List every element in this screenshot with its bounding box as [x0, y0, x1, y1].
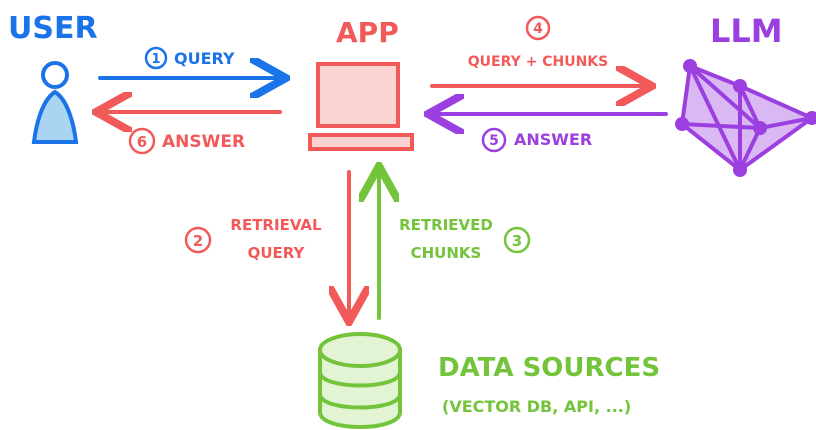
- step-4-query-chunks: 4 QUERY + CHUNKS: [430, 15, 648, 86]
- app-node: APP: [308, 16, 414, 151]
- step-1-query: 1 QUERY: [98, 46, 282, 78]
- step-4-badge: [525, 15, 551, 41]
- database-icon: [318, 332, 402, 429]
- step-6-number: 6: [137, 133, 147, 151]
- step-2-retrieval-query: 2 RETRIEVAL QUERY: [184, 170, 349, 318]
- user-node: USER: [8, 11, 98, 144]
- step-6-badge: [128, 127, 156, 155]
- step-1-badge: [144, 46, 168, 70]
- step-5-number: 5: [489, 133, 499, 149]
- step-1-number: 1: [151, 52, 160, 67]
- llm-title: LLM: [710, 12, 783, 50]
- step-6-label: ANSWER: [162, 132, 245, 152]
- step-5-badge: [481, 127, 507, 153]
- data-node: DATA SOURCES (VECTOR DB, API, ...): [318, 332, 660, 429]
- person-icon: [31, 61, 79, 144]
- laptop-icon: [308, 62, 414, 151]
- data-title: DATA SOURCES: [438, 353, 660, 383]
- step-3-label-line1: RETRIEVED: [399, 216, 493, 234]
- step-4-number: 4: [533, 21, 543, 37]
- step-2-label-line2: QUERY: [248, 244, 306, 262]
- step-5-answer: 5 ANSWER: [432, 114, 668, 153]
- step-4-label: QUERY + CHUNKS: [468, 54, 608, 70]
- step-2-number: 2: [193, 232, 203, 250]
- step-2-label-line1: RETRIEVAL: [230, 216, 322, 234]
- step-3-retrieved-chunks: RETRIEVED CHUNKS 3: [379, 170, 531, 320]
- step-3-number: 3: [512, 232, 522, 250]
- app-title: APP: [336, 16, 399, 49]
- step-3-badge: [503, 226, 531, 254]
- data-subtitle: (VECTOR DB, API, ...): [442, 397, 631, 416]
- llm-node: LLM: [675, 12, 816, 177]
- step-3-label-line2: CHUNKS: [411, 244, 482, 262]
- step-5-label: ANSWER: [514, 130, 592, 149]
- step-1-label: QUERY: [174, 49, 235, 68]
- user-title: USER: [8, 11, 98, 46]
- step-6-answer: 6 ANSWER: [100, 112, 282, 155]
- network-icon: [675, 59, 816, 177]
- step-2-badge: [184, 226, 212, 254]
